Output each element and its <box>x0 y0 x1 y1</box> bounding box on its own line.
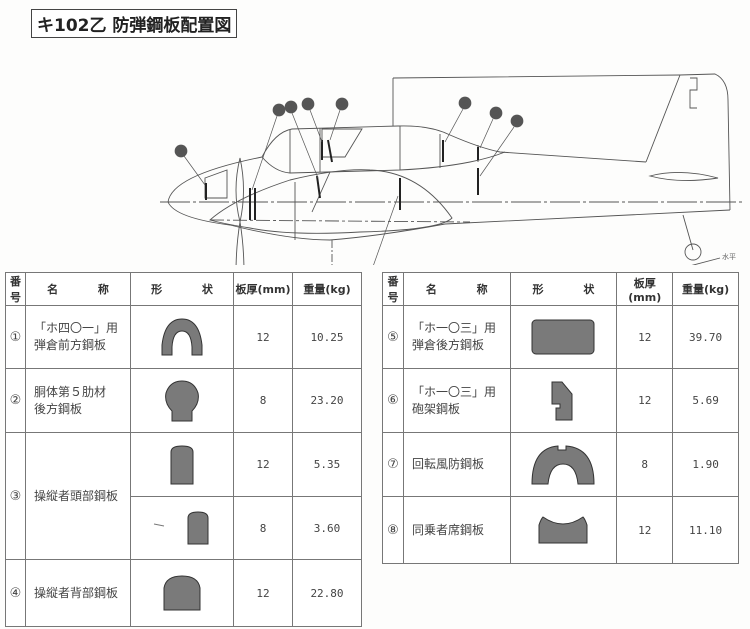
plate-shape-2 <box>165 379 199 421</box>
horizontal-label: 水平 <box>722 252 736 261</box>
plate-shape-5 <box>531 319 595 355</box>
header-shape: 形 状 <box>130 272 234 306</box>
page-title: キ102乙 防弾鋼板配置図 <box>31 9 238 38</box>
nose-window <box>204 169 228 199</box>
table-row: ⑤ 「ホ一〇三」用弾倉後方鋼板 12 39.70 <box>382 305 739 369</box>
fin-rudder-step <box>689 77 698 109</box>
plate-shape-4 <box>163 575 201 611</box>
table-row: ① 「ホ四〇一」用弾倉前方鋼板 12 10.25 <box>5 305 362 369</box>
svg-text:⑦: ⑦ <box>492 109 499 118</box>
header-no: 番号 <box>382 272 404 306</box>
table-row: ⑧ 同乗者席鋼板 12 11.10 <box>382 496 739 564</box>
table-row: ⑦ 回転風防鋼板 8 1.90 <box>382 432 739 497</box>
tail-wheel <box>684 243 702 261</box>
svg-text:⑥: ⑥ <box>461 99 468 108</box>
table-row: ⑥ 「ホ一〇三」用砲架鋼板 12 5.69 <box>382 368 739 433</box>
svg-text:①: ① <box>177 147 184 156</box>
tail-stabilizer <box>648 171 719 182</box>
table-row: ② 胴体第５肋材後方鋼板 8 23.20 <box>5 368 362 433</box>
table-header: 番号 名 称 形 状 板厚(mm) 重量(kg) <box>5 272 362 306</box>
svg-text:③: ③ <box>304 100 311 109</box>
header-weight: 重量(kg) <box>292 272 362 306</box>
fuselage-lower <box>167 201 731 241</box>
svg-text:④: ④ <box>287 103 294 112</box>
fuselage-upper <box>167 125 647 203</box>
nacelle-axis <box>209 219 471 223</box>
svg-text:②: ② <box>275 106 282 115</box>
canopy-frames <box>289 126 479 173</box>
armor-plate-table-left: 番号 名 称 形 状 板厚(mm) 重量(kg) ① 「ホ四〇一」用弾倉前方鋼板… <box>5 272 362 627</box>
canopy <box>261 151 506 174</box>
propeller <box>235 157 245 265</box>
plate-shape-6 <box>551 381 573 420</box>
header-name: 名 称 <box>402 272 511 306</box>
svg-text:⑧: ⑧ <box>513 117 520 126</box>
plate-shape-1 <box>161 318 203 356</box>
table-row: ④ 操縦者背部鋼板 12 22.80 <box>5 559 362 627</box>
wing-outline <box>392 74 681 126</box>
header-thickness: 板厚(mm) <box>616 272 674 306</box>
plate-shape-8 <box>538 516 588 544</box>
engine-nacelle <box>209 169 453 234</box>
armor-plate-table-right: 番号 名 称 形 状 板厚(mm) 重量(kg) ⑤ 「ホ一〇三」用弾倉後方鋼板… <box>382 272 739 564</box>
header-name: 名 称 <box>25 272 131 306</box>
svg-text:③: ③ <box>338 100 345 109</box>
header-no: 番号 <box>5 272 26 306</box>
aircraft-side-view-diagram: 水平 ① ② ④ ③ ③ ⑥ ⑦ ⑧ ⑤ <box>160 73 745 265</box>
plate-shape-7 <box>531 444 595 484</box>
tail-fin <box>645 73 731 211</box>
header-weight: 重量(kg) <box>672 272 739 306</box>
plate-shape-3b <box>153 511 209 545</box>
plate-shape-3a <box>170 444 194 484</box>
header-thickness: 板厚(mm) <box>233 272 293 306</box>
table-row: ③ 操縦者頭部鋼板 12 5.35 <box>5 432 362 560</box>
table-header: 番号 名 称 形 状 板厚(mm) 重量(kg) <box>382 272 739 306</box>
header-shape: 形 状 <box>509 272 618 306</box>
